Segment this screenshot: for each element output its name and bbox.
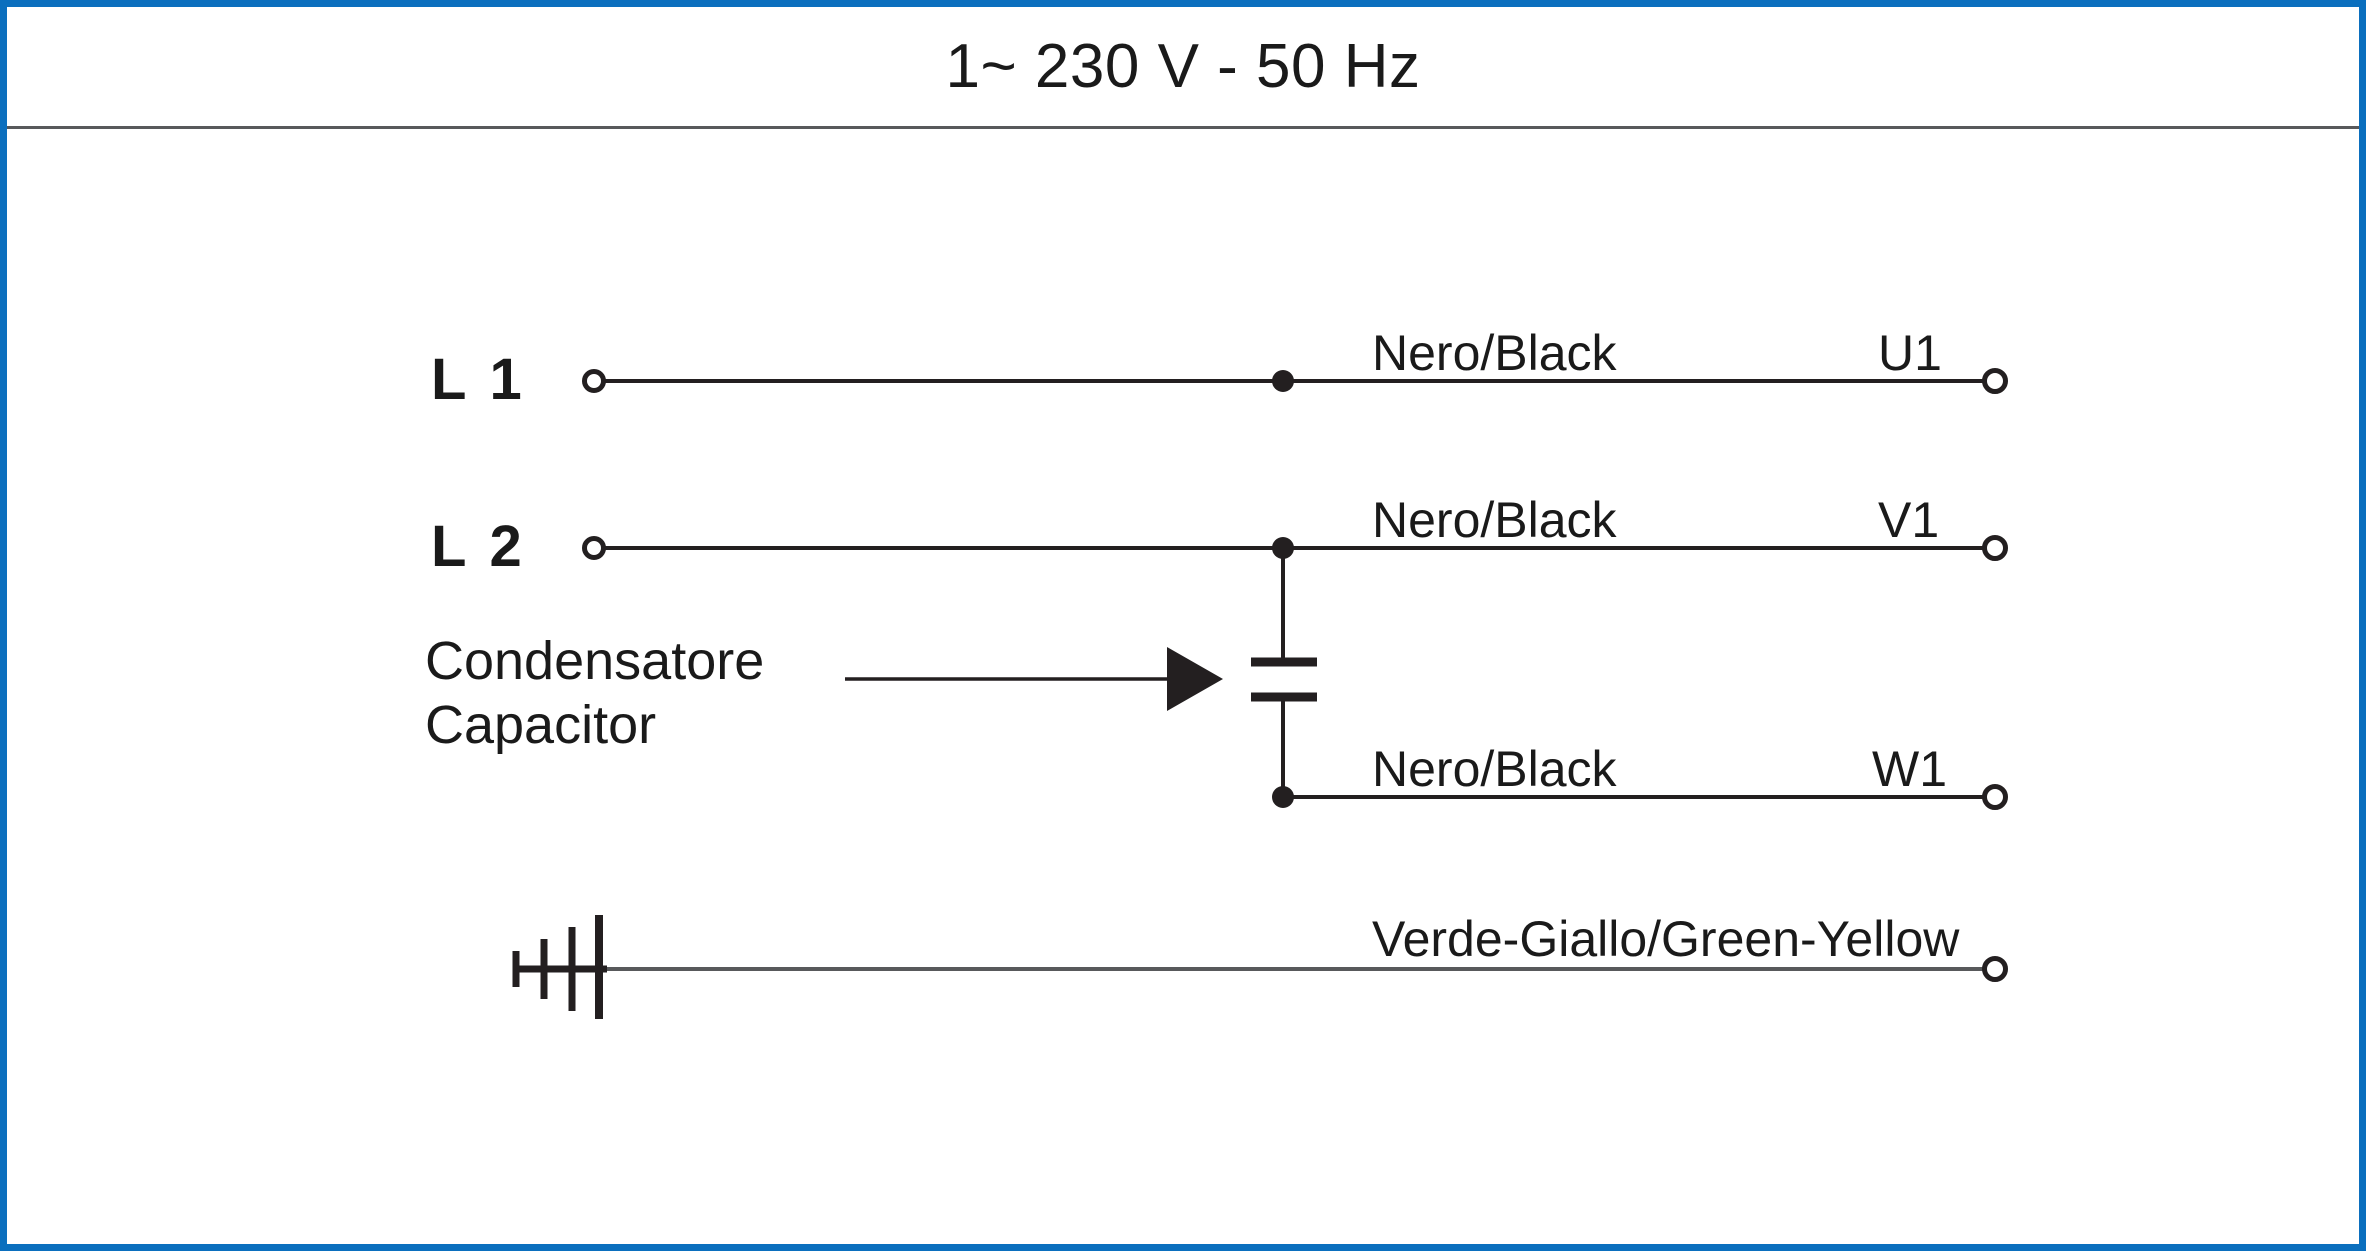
capacitor-label-it: Condensatore bbox=[425, 631, 765, 691]
capacitor-label-en: Capacitor bbox=[425, 694, 657, 755]
arrow-right-icon bbox=[1167, 647, 1223, 711]
u1-terminal-label: U1 bbox=[1878, 325, 1942, 381]
u1-terminal-circle[interactable] bbox=[1982, 368, 2008, 394]
phase-label-l1: L 1 bbox=[431, 347, 526, 412]
l1-source-terminal-circle[interactable] bbox=[582, 369, 606, 393]
capacitor-callout-label: Condensatore Capacitor bbox=[425, 630, 764, 757]
phase-label-l2: L 2 bbox=[431, 514, 526, 579]
circuit-schematic bbox=[512, 368, 2008, 1019]
u1-junction-dot bbox=[1272, 370, 1294, 392]
earth-terminal-circle[interactable] bbox=[1982, 956, 2008, 982]
w1-terminal-label: W1 bbox=[1872, 741, 1947, 797]
v1-terminal-label: V1 bbox=[1878, 492, 1940, 548]
earth-wire-color-label: Verde-Giallo/Green-Yellow bbox=[1372, 911, 1960, 967]
u1-wire-color-label: Nero/Black bbox=[1372, 325, 1617, 381]
page-title: 1~ 230 V - 50 Hz bbox=[945, 32, 1421, 101]
w1-wire-color-label: Nero/Black bbox=[1372, 741, 1617, 797]
v1-wire-color-label: Nero/Black bbox=[1372, 492, 1617, 548]
v1-terminal-circle[interactable] bbox=[1982, 535, 2008, 561]
l2-source-terminal-circle[interactable] bbox=[582, 536, 606, 560]
w1-terminal-circle[interactable] bbox=[1982, 784, 2008, 810]
diagram-canvas: L 1 L 2 Nero/Black U1 Nero/Black V1 Nero… bbox=[7, 7, 2359, 1244]
diagram-header: 1~ 230 V - 50 Hz bbox=[7, 7, 2359, 129]
